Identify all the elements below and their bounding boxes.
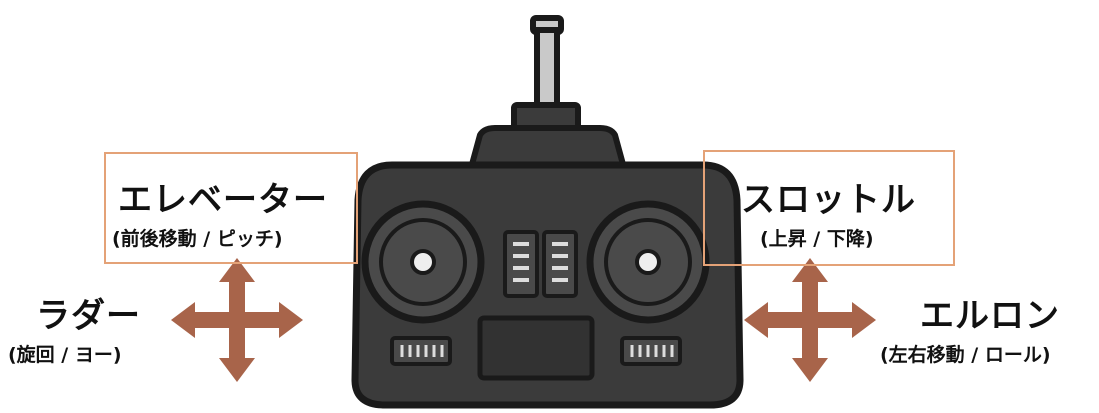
throttle-label: スロットル — [741, 172, 916, 221]
rudder-label: ラダー — [36, 288, 141, 337]
aileron-sublabel: (左右移動 / ロール) — [880, 340, 1051, 367]
throttle-sublabel: (上昇 / 下降) — [760, 224, 874, 251]
elevator-label: エレベーター — [118, 172, 328, 221]
left-horizontal-trim — [392, 338, 450, 364]
aileron-label: エルロン — [920, 288, 1060, 337]
left-stick — [365, 204, 481, 320]
right-four-way-arrow-icon — [744, 258, 876, 382]
left-four-way-arrow-icon — [171, 258, 303, 382]
right-horizontal-trim — [622, 338, 680, 364]
right-stick — [590, 204, 706, 320]
rudder-sublabel: (旋回 / ヨー) — [8, 340, 122, 367]
antenna — [514, 18, 578, 133]
elevator-sublabel: (前後移動 / ピッチ) — [112, 224, 283, 251]
display-screen — [480, 318, 592, 378]
